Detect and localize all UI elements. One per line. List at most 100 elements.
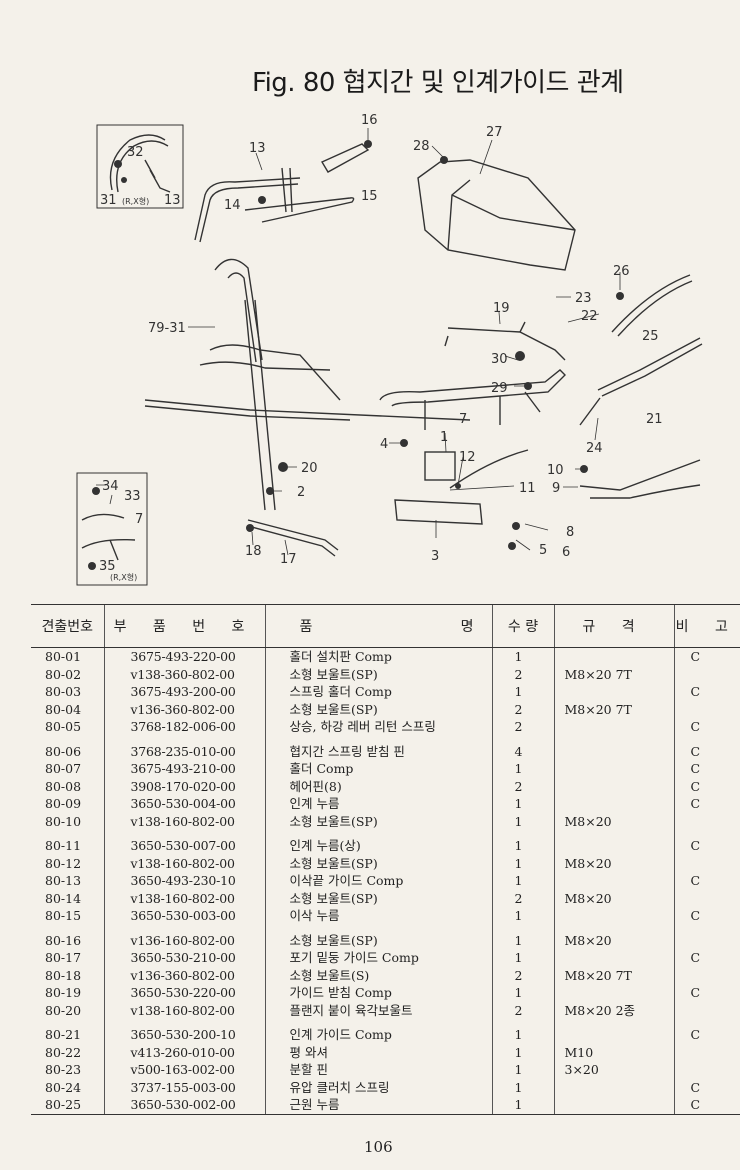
cell-part-name: 플랜지 붙이 육각보울트: [264, 1001, 492, 1019]
cell-index-no: 80-13: [45, 873, 82, 888]
callout-13: 13: [249, 141, 266, 156]
cell-quantity: 1: [491, 760, 554, 778]
cell-remark: [673, 889, 740, 907]
cell-index-no: 80-24: [45, 1079, 82, 1095]
cell-spec: [553, 1019, 674, 1044]
cell-remark: [673, 1043, 740, 1061]
cell-part-number: 3737-155-003-00: [103, 1078, 265, 1096]
callout-6: 6: [562, 545, 570, 560]
cell-part-number: v136-160-802-00: [103, 924, 265, 949]
cell-quantity: 4: [491, 735, 554, 760]
cell-part-number: 3650-530-003-00: [103, 907, 265, 925]
cell-part-number: 3768-182-006-00: [103, 718, 265, 736]
callout-28: 28: [413, 139, 430, 154]
cell-remark: [673, 665, 740, 683]
callout-11: 11: [519, 481, 536, 496]
cell-part-number: v138-160-802-00: [103, 854, 265, 872]
cell-remark: [673, 854, 740, 872]
cell-quantity: 1: [491, 1078, 554, 1096]
cell-quantity: 2: [491, 777, 554, 795]
cell-quantity: 1: [491, 1061, 554, 1079]
cell-part-number: 3650-493-230-10: [103, 872, 265, 890]
cell-part-name: 상승, 하강 레버 리턴 스프링: [264, 718, 492, 736]
cell-remark: C: [673, 735, 740, 760]
callout-15: 15: [361, 189, 378, 204]
cell-spec: [553, 777, 674, 795]
cell-part-number: v413-260-010-00: [103, 1043, 265, 1061]
cell-part-number: 3650-530-220-00: [103, 984, 265, 1002]
cell-part-name: 가이드 받침 Comp: [264, 984, 492, 1002]
cell-index-no: 80-22: [45, 1044, 82, 1060]
cell-quantity: 2: [491, 1001, 554, 1019]
callout-10: 10: [547, 463, 564, 478]
cell-part-name: 소형 보울트(SP): [264, 924, 492, 949]
cell-remark: C: [673, 760, 740, 778]
header-part-name-right: 명: [460, 619, 474, 635]
cell-spec: M10: [553, 1043, 674, 1061]
parts-diagram: 16 13 28 27 15 14 32 31 (R,X형) 13 79-31 …: [0, 100, 740, 600]
cell-spec: M8×20 7T: [553, 665, 674, 683]
cell-spec: [553, 984, 674, 1002]
callout-33: 33: [124, 489, 141, 504]
cell-spec: [553, 830, 674, 855]
exploded-view-drawing: 16 13 28 27 15 14 32 31 (R,X형) 13 79-31 …: [76, 113, 703, 586]
callout-19: 19: [493, 301, 510, 316]
cell-index-no: 80-14: [45, 890, 82, 906]
cell-quantity: 1: [491, 647, 554, 666]
cell-index-no: 80-21: [45, 1027, 82, 1042]
callout-35: 35: [99, 559, 116, 574]
cell-remark: [673, 1001, 740, 1019]
cell-spec: M8×20 7T: [553, 700, 674, 718]
callout-2: 2: [297, 485, 305, 500]
cell-remark: [673, 966, 740, 984]
cell-part-number: 3650-530-007-00: [103, 830, 265, 855]
cell-remark: C: [673, 830, 740, 855]
cell-spec: [553, 735, 674, 760]
header-quantity: 수 량: [491, 604, 554, 648]
callout-20: 20: [301, 461, 318, 476]
cell-quantity: 1: [491, 1096, 554, 1115]
cell-part-number: v138-360-802-00: [103, 665, 265, 683]
cell-spec: [553, 872, 674, 890]
cell-part-name: 소형 보울트(S): [264, 966, 492, 984]
cell-spec: [553, 1078, 674, 1096]
cell-quantity: 2: [491, 665, 554, 683]
cell-part-number: v500-163-002-00: [103, 1061, 265, 1079]
cell-spec: M8×20 2종: [553, 1001, 674, 1019]
cell-quantity: 1: [491, 984, 554, 1002]
cell-remark: [673, 1061, 740, 1079]
figure-title: Fig. 80 협지간 및 인계가이드 관계: [252, 68, 624, 98]
cell-quantity: 2: [491, 966, 554, 984]
cell-remark: C: [673, 907, 740, 925]
callout-3: 3: [431, 549, 439, 564]
callout-16-top: 16: [361, 113, 378, 128]
cell-part-number: 3675-493-200-00: [103, 683, 265, 701]
callout-22: 22: [581, 309, 598, 324]
cell-part-number: 3650-530-002-00: [103, 1096, 265, 1115]
cell-remark: C: [673, 984, 740, 1002]
cell-spec: M8×20: [553, 812, 674, 830]
cell-part-name: 이삭 누름: [264, 907, 492, 925]
cell-remark: C: [673, 872, 740, 890]
cell-remark: C: [673, 683, 740, 701]
cell-index-no: 80-04: [45, 701, 82, 717]
cell-spec: 3×20: [553, 1061, 674, 1079]
callout-1: 1: [440, 430, 448, 445]
callout-23: 23: [575, 291, 592, 306]
cell-spec: [553, 718, 674, 736]
